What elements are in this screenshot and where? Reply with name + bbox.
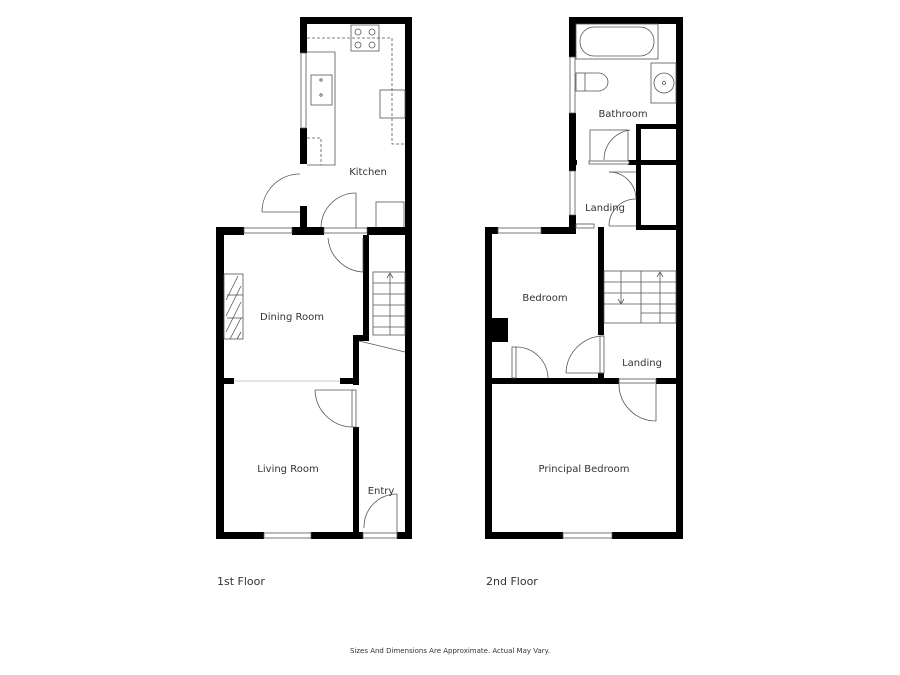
bathroom-window bbox=[569, 56, 576, 114]
kitchen-door-swing bbox=[320, 192, 357, 229]
room-label-kitchen: Kitchen bbox=[349, 167, 387, 178]
sink-icon bbox=[310, 74, 333, 106]
back-door-swing bbox=[261, 173, 301, 213]
disclaimer-text: Sizes And Dimensions Are Approximate. Ac… bbox=[349, 647, 551, 655]
second-floor-plan bbox=[485, 17, 683, 539]
landing-window bbox=[569, 170, 576, 216]
main-walls bbox=[216, 227, 412, 539]
room-label-bedroom: Bedroom bbox=[522, 293, 567, 304]
kitchen-door-frame bbox=[323, 227, 368, 234]
toilet-icon bbox=[575, 72, 586, 92]
room-label-principal-bedroom: Principal Bedroom bbox=[538, 464, 629, 475]
dining-window bbox=[243, 227, 293, 234]
room-label-upper-landing: Landing bbox=[585, 203, 625, 214]
principal-bedroom-window bbox=[562, 532, 613, 539]
bathtub-icon bbox=[575, 23, 659, 60]
bedroom-window bbox=[497, 227, 542, 234]
room-label-dining-room: Dining Room bbox=[260, 312, 324, 323]
stairs-1st bbox=[358, 271, 406, 353]
floor-label-1st: 1st Floor bbox=[217, 575, 265, 588]
kitchen-fixtures bbox=[307, 24, 406, 233]
basin-icon bbox=[650, 62, 677, 104]
room-label-landing: Landing bbox=[622, 358, 662, 369]
room-label-entry: Entry bbox=[368, 486, 395, 497]
floor-label-2nd: 2nd Floor bbox=[486, 575, 538, 588]
kitchen-window bbox=[300, 52, 307, 129]
kitchen-doors bbox=[261, 173, 357, 229]
fireplace-icon bbox=[223, 273, 244, 340]
room-label-bathroom: Bathroom bbox=[598, 109, 647, 120]
room-label-living-room: Living Room bbox=[257, 464, 318, 475]
first-floor-plan bbox=[216, 17, 412, 539]
kitchen-walls bbox=[300, 17, 412, 234]
living-window bbox=[263, 532, 312, 539]
